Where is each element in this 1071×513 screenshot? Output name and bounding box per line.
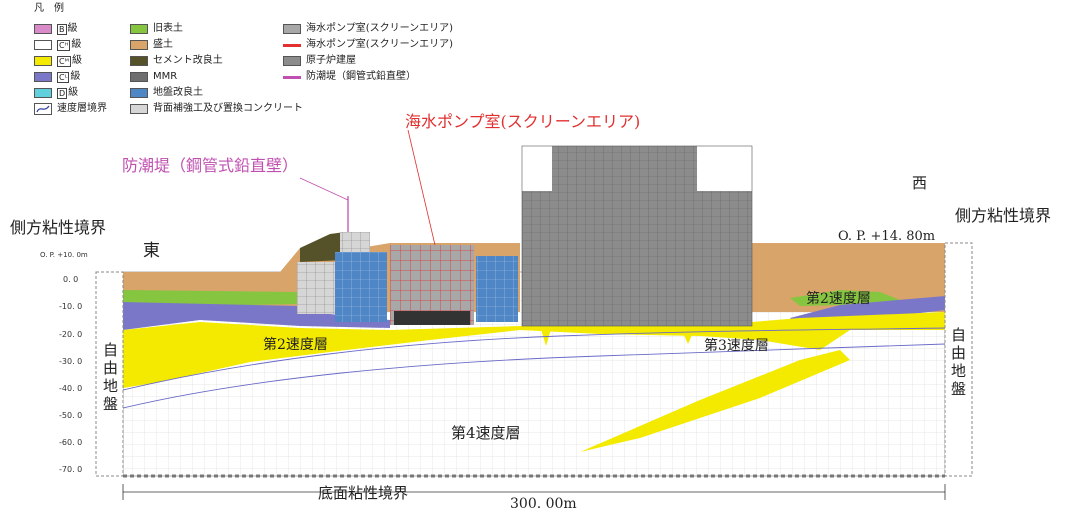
free-ground-left-char: 地 (103, 377, 118, 395)
tick-label: -10. 0 (59, 302, 82, 311)
legend-item-backfill-concrete: 背面補強工及び置換コンクリート (130, 102, 303, 116)
mesh-overlay (297, 262, 335, 314)
old-topsoil-right (790, 290, 900, 306)
swatch (34, 40, 52, 50)
tick-label: -50. 0 (59, 411, 82, 420)
elevation-ticks: 0. 0 -10. 0 -20. 0 -30. 0 -40. 0 -50. 0 … (59, 275, 82, 474)
cm-class-wedge (580, 350, 850, 452)
width-dimension-label: 300. 00m (510, 496, 577, 512)
swatch (34, 88, 52, 98)
seawall-leader (299, 177, 349, 201)
seawall-label: 防潮堤（鋼管式鉛直壁） (122, 156, 298, 175)
tick-label: -30. 0 (59, 357, 82, 366)
swatch (130, 56, 148, 66)
free-ground-right-char: 由 (951, 344, 966, 362)
east-label: 東 (143, 241, 160, 261)
legend-item-reactor-building: 原子炉建屋 (283, 54, 356, 68)
velocity-layer-4-label: 第4速度層 (451, 424, 521, 442)
side-boundary-left-label: 側方粘性境界 (10, 218, 106, 237)
tick-label: 0. 0 (63, 275, 78, 284)
mesh-overlay (522, 191, 752, 326)
tick-label: -60. 0 (59, 438, 82, 447)
reactor-outline (521, 145, 753, 327)
mesh-overlay (552, 146, 697, 191)
swatch (34, 24, 52, 34)
free-ground-right-char: 自 (951, 326, 966, 344)
legend-item-ground-improvement: 地盤改良土 (130, 86, 203, 100)
legend-item-velocity-boundary: 速度層境界 (34, 102, 107, 116)
legend-item-old-topsoil: 旧表土 (130, 22, 183, 36)
fill-soil-right (752, 243, 945, 312)
legend-item-pump-room: 海水ポンプ室(スクリーンエリア) (283, 22, 453, 36)
free-ground-left-char: 由 (103, 359, 118, 377)
free-ground-left-char: 盤 (103, 395, 118, 413)
cement-improved-soil (300, 232, 345, 262)
side-boundary-right (944, 242, 973, 477)
legend-item-fill-soil: 盛土 (130, 38, 173, 52)
tick-label: -70. 0 (59, 465, 82, 474)
mesh-overlay (476, 256, 518, 322)
mesh-overlay (340, 232, 370, 252)
west-label: 西 (912, 174, 927, 192)
tick-label: -20. 0 (59, 330, 82, 339)
swatch (130, 40, 148, 50)
old-topsoil-left (123, 290, 300, 306)
cm-spike (540, 326, 552, 346)
mesh-overlay (335, 252, 387, 322)
velocity-layer-3-label: 第3速度層 (704, 337, 769, 354)
legend-item-seawall: 防潮堤（鋼管式鉛直壁） (283, 70, 416, 84)
cl-class-left (123, 302, 390, 330)
elevation-left-label: O. P. +10. 0m (40, 251, 88, 259)
side-boundary-right-label: 側方粘性境界 (955, 206, 1051, 225)
swatch-line (283, 75, 301, 79)
swatch (34, 56, 52, 66)
velocity-boundary-line (122, 327, 946, 391)
legend-item-cement-soil: セメント改良土 (130, 54, 223, 68)
elevation-right-label: O. P. +14. 80m (838, 229, 935, 244)
swatch (130, 72, 148, 82)
swatch (130, 24, 148, 34)
velocity-layer-2-left-label: 第2速度層 (263, 336, 328, 353)
swatch (130, 88, 148, 98)
side-boundary-left (95, 271, 124, 477)
velocity-layer-2-right-label: 第2速度層 (806, 290, 871, 307)
free-ground-right-char: 盤 (951, 380, 966, 398)
legend-title: 凡 例 (34, 3, 64, 14)
mmr-base (394, 311, 470, 325)
cm-spike (680, 326, 696, 344)
velocity-boundary-icon (34, 103, 52, 115)
free-ground-left-char: 自 (103, 341, 118, 359)
velocity-boundary-line (122, 343, 946, 409)
swatch (283, 56, 301, 66)
free-ground-right-char: 地 (951, 362, 966, 380)
swatch (283, 24, 301, 34)
tick-label: -40. 0 (59, 384, 82, 393)
swatch-line (283, 43, 301, 47)
bottom-boundary-label: 底面粘性境界 (318, 484, 408, 502)
swatch (130, 104, 148, 114)
legend-item-pump-room-line: 海水ポンプ室(スクリーンエリア) (283, 38, 453, 52)
pump-room-leader (407, 129, 436, 246)
pump-room-label: 海水ポンプ室(スクリーンエリア) (405, 112, 640, 131)
legend-item-mmr: MMR (130, 70, 177, 84)
swatch (34, 72, 52, 82)
